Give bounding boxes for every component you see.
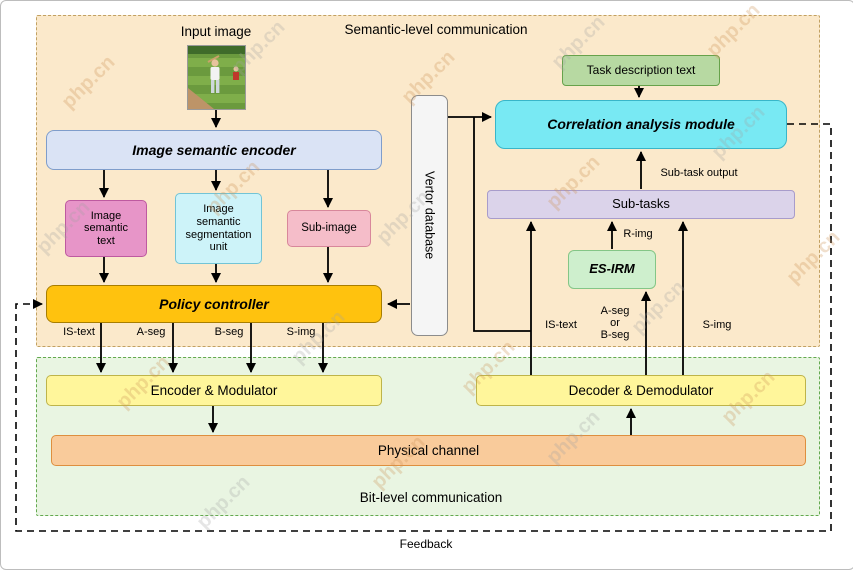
vector-database-node: Vertor database: [411, 95, 448, 336]
sub-tasks-node: Sub-tasks: [487, 190, 795, 219]
correlation-analysis-module-node: Correlation analysis module: [495, 100, 787, 149]
image-semantic-text-node: Image semantic text: [65, 200, 147, 257]
policy-controller-node: Policy controller: [46, 285, 382, 323]
edge-label-is-text-tx: IS-text: [63, 326, 95, 338]
feedback-label: Feedback: [399, 537, 453, 551]
segmentation-unit-node: Image semantic segmentation unit: [175, 193, 262, 264]
edge-label-r-img: R-img: [623, 228, 653, 240]
encoder-modulator-node: Encoder & Modulator: [46, 375, 382, 406]
feedback-dashed-path: [15, 123, 832, 532]
task-description-node: Task description text: [562, 55, 720, 86]
image-semantic-encoder-node: Image semantic encoder: [46, 130, 382, 170]
decoder-demodulator-node: Decoder & Demodulator: [476, 375, 806, 406]
physical-channel-node: Physical channel: [51, 435, 806, 466]
edge-istext-branch-to-correlation: [473, 117, 531, 332]
es-irm-node: ES-IRM: [568, 250, 656, 289]
input-image-label: Input image: [180, 24, 252, 39]
edge-label-a-or-b-seg: A-seg or B-seg: [600, 305, 630, 341]
sub-image-node: Sub-image: [287, 210, 371, 247]
edge-label-s-img-rx: S-img: [702, 319, 732, 331]
edge-label-b-seg: B-seg: [214, 326, 244, 338]
edge-label-is-text-rx: IS-text: [545, 319, 577, 331]
vector-database-label: Vertor database: [422, 171, 437, 260]
edge-label-a-seg: A-seg: [136, 326, 166, 338]
input-image-photo: [187, 45, 246, 110]
baseball-photo-graphic: [188, 46, 245, 109]
edge-label-s-img-tx: S-img: [286, 326, 316, 338]
bit-region-title: Bit-level communication: [359, 490, 503, 505]
edge-label-sub-task-output: Sub-task output: [660, 167, 738, 179]
semantic-region-title: Semantic-level communication: [344, 22, 528, 37]
